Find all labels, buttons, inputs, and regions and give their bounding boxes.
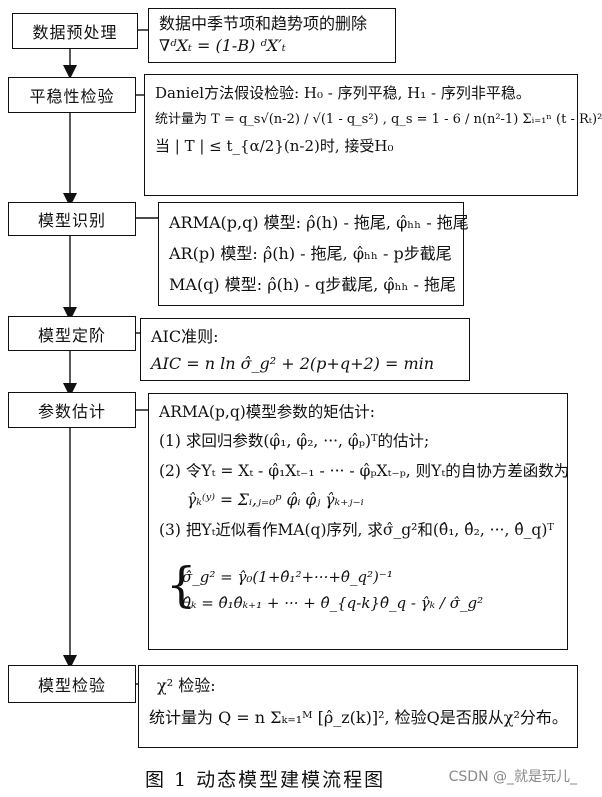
content-preprocess: 数据中季节项和趋势项的删除 ∇ᵈXₜ = (1-B) ᵈX′ₜ [148, 8, 396, 63]
estimation-equation-system: { σ̂_g² = γ̂₀(1+θ̂₁²+···+θ̂_q²)⁻¹ θ̂ₖ = … [166, 561, 484, 616]
estimation-step2: (2) 令Yₜ = Xₜ - φ̂₁Xₜ₋₁ - ··· - φ̂ₚXₜ₋ₚ, … [159, 461, 570, 480]
estimation-step1: (1) 求回归参数(φ̂₁, φ̂₂, ···, φ̂ₚ)ᵀ的估计; [159, 432, 430, 451]
content-stationarity: Daniel方法假设检验: H₀ - 序列平稳, H₁ - 序列非平稳。 统计量… [144, 74, 602, 196]
validation-statistic: 统计量为 Q = n Σₖ₌₁ᴹ [ρ̂_z(k)]², 检验Q是否服从χ²分布… [149, 708, 568, 727]
equation-theta: θ̂ₖ = θ̂₁θ̂ₖ₊₁ + ··· + θ̂_{q-k}θ̂_q - γ̂… [182, 593, 484, 612]
stationarity-hypothesis: Daniel方法假设检验: H₀ - 序列平稳, H₁ - 序列非平稳。 [155, 84, 531, 102]
step-label: 模型定阶 [37, 325, 106, 345]
step-label: 模型检验 [37, 676, 106, 695]
estimation-title: ARMA(p,q)模型参数的矩估计: [159, 403, 376, 421]
content-order: AIC准则: AIC = n ln σ̂_g² + 2(p+q+2) = min [140, 318, 470, 381]
step-estimation: 参数估计 [8, 392, 136, 428]
step-identification: 模型识别 [8, 202, 136, 236]
step-label: 数据预处理 [32, 23, 118, 42]
csdn-watermark: CSDN @_就是玩儿_ [448, 769, 577, 785]
brace-icon: { [166, 557, 197, 613]
order-criterion: AIC准则: [151, 327, 219, 346]
identification-ar: AR(p) 模型: ρ̂(h) - 拖尾, φ̂ₕₕ - p步截尾 [169, 244, 452, 264]
identification-ma: MA(q) 模型: ρ̂(h) - q步截尾, φ̂ₕₕ - 拖尾 [169, 275, 457, 295]
step-preprocess: 数据预处理 [12, 13, 138, 49]
identification-arma: ARMA(p,q) 模型: ρ̂(h) - 拖尾, φ̂ₕₕ - 拖尾 [169, 213, 469, 232]
figure-caption: 图 1 动态模型建模流程图 [145, 769, 386, 791]
equation-sigma: σ̂_g² = γ̂₀(1+θ̂₁²+···+θ̂_q²)⁻¹ [182, 568, 393, 586]
estimation-step3: (3) 把Yₜ近似看作MA(q)序列, 求σ̂_g²和(θ̂₁, θ̂₂, ··… [159, 520, 554, 539]
order-formula: AIC = n ln σ̂_g² + 2(p+q+2) = min [151, 354, 435, 374]
content-estimation: ARMA(p,q)模型参数的矩估计: (1) 求回归参数(φ̂₁, φ̂₂, ·… [148, 393, 570, 650]
step-stationarity: 平稳性检验 [8, 77, 136, 113]
preprocess-formula: ∇ᵈXₜ = (1-B) ᵈX′ₜ [159, 35, 286, 55]
step-order: 模型定阶 [8, 316, 136, 351]
content-identification: ARMA(p,q) 模型: ρ̂(h) - 拖尾, φ̂ₕₕ - 拖尾 AR(p… [158, 202, 469, 306]
stationarity-statistic: 统计量为 T = q_s√(n-2) / √(1 - q_s²) , q_s =… [155, 111, 602, 127]
validation-title: χ² 检验: [157, 676, 216, 695]
stationarity-criterion: 当 | T | ≤ t_{α/2}(n-2)时, 接受H₀ [155, 137, 394, 156]
step-label: 模型识别 [37, 211, 106, 230]
step-validation: 模型检验 [8, 665, 136, 703]
content-validation: χ² 检验: 统计量为 Q = n Σₖ₌₁ᴹ [ρ̂_z(k)]², 检验Q是… [138, 665, 578, 748]
step-label: 参数估计 [37, 402, 106, 421]
preprocess-title: 数据中季节项和趋势项的删除 [159, 14, 368, 33]
estimation-autocov: γ̂ₖ⁽ʸ⁾ = Σᵢ,ⱼ₌₀ᵖ φ̂ᵢ φ̂ⱼ γ̂ₖ₊ⱼ₋ᵢ [187, 491, 364, 510]
step-label: 平稳性检验 [29, 87, 115, 106]
